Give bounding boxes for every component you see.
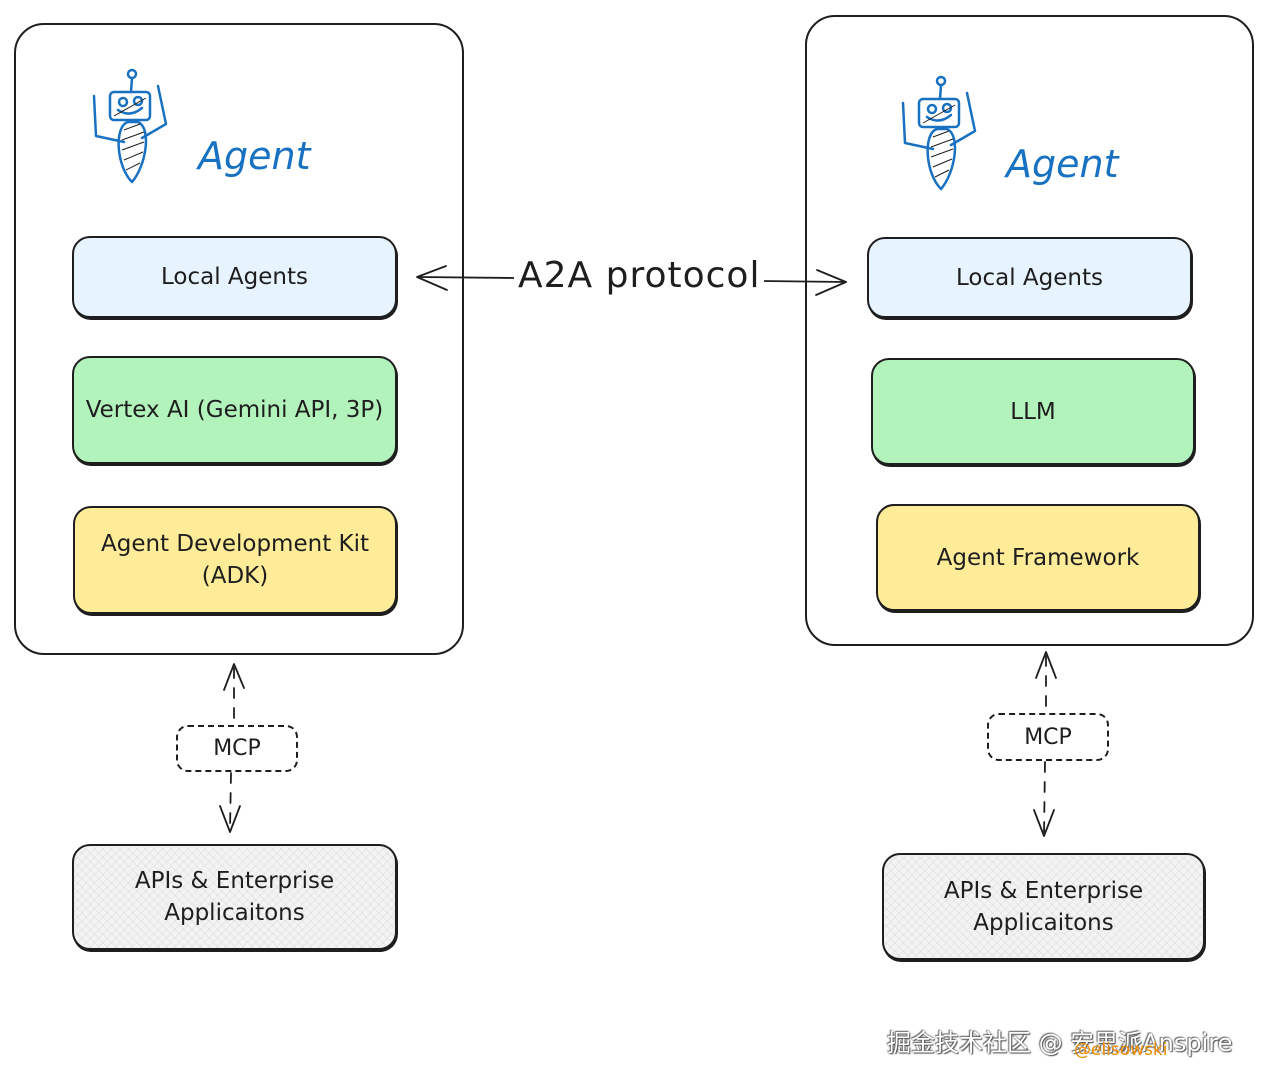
author-credit: @elisowski (1074, 1040, 1168, 1060)
left-local-agents-box: Local Agents (72, 236, 397, 318)
left-mcp-up-arrow (223, 663, 245, 725)
right-llm-box: LLM (871, 358, 1195, 465)
left-framework-box: Agent Development Kit (ADK) (73, 506, 397, 614)
right-agent-title: Agent (1006, 142, 1119, 186)
right-mcp-down-arrow (1033, 761, 1055, 837)
watermark-text: 掘金技术社区 @ 安思派Anspire (887, 1029, 1233, 1057)
right-mcp-box: MCP (987, 713, 1109, 761)
a2a-left-arrow (416, 265, 516, 291)
right-mcp-up-arrow (1035, 651, 1057, 713)
robot-icon (92, 68, 168, 184)
left-mcp-down-arrow (219, 772, 241, 833)
left-backend-box: APIs & Enterprise Applicaitons (72, 844, 397, 950)
a2a-right-arrow (759, 269, 847, 296)
right-framework-box: Agent Framework (876, 504, 1200, 611)
left-llm-box: Vertex AI (Gemini API, 3P) (72, 356, 397, 464)
left-agent-title: Agent (198, 134, 311, 178)
a2a-protocol-label: A2A protocol (514, 255, 765, 296)
left-mcp-box: MCP (176, 725, 298, 772)
right-local-agents-box: Local Agents (867, 237, 1192, 318)
robot-icon (901, 75, 977, 191)
right-backend-box: APIs & Enterprise Applicaitons (882, 853, 1205, 960)
